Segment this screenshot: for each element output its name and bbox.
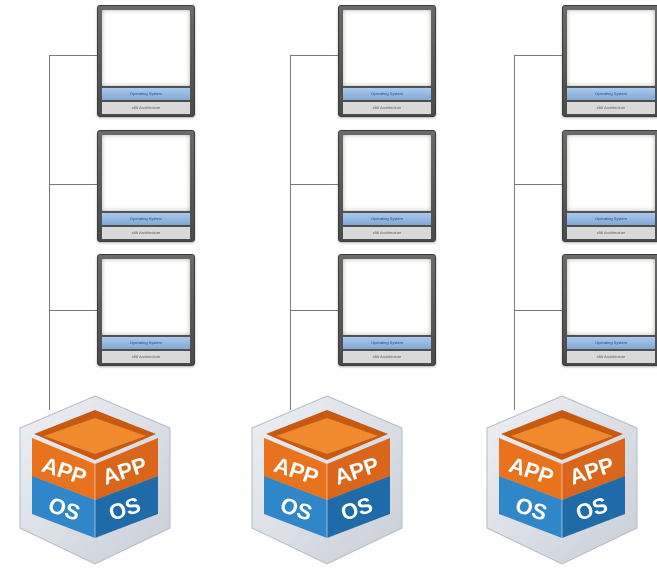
- vm-arch-label: x86 Architecture: [102, 351, 190, 363]
- vm-arch-label: x86 Architecture: [102, 227, 190, 239]
- vm-screen: [343, 259, 431, 335]
- vm-card[interactable]: Operating System x86 Architecture: [338, 254, 436, 366]
- vm-card[interactable]: Operating System x86 Architecture: [97, 130, 195, 242]
- vm-screen: [102, 10, 190, 86]
- vm-card[interactable]: Operating System x86 Architecture: [562, 130, 657, 242]
- vm-screen: [567, 135, 655, 211]
- vm-os-label: Operating System: [102, 88, 190, 100]
- vm-os-label: Operating System: [567, 88, 655, 100]
- vm-card[interactable]: Operating System x86 Architecture: [562, 254, 657, 366]
- vm-os-label: Operating System: [343, 337, 431, 349]
- column-left: Operating System x86 Architecture Operat…: [0, 0, 200, 570]
- vm-screen: [102, 135, 190, 211]
- connector-branch: [514, 184, 562, 185]
- connector-vertical: [514, 55, 515, 410]
- app-os-cube[interactable]: APP APP OS OS: [242, 388, 412, 568]
- vm-card[interactable]: Operating System x86 Architecture: [562, 5, 657, 117]
- connector-branch: [49, 184, 97, 185]
- column-middle: Operating System x86 Architecture Operat…: [240, 0, 440, 570]
- vm-card[interactable]: Operating System x86 Architecture: [97, 254, 195, 366]
- connector-branch: [49, 310, 97, 311]
- app-os-cube-graphic: APP APP OS OS: [251, 395, 403, 565]
- connector-branch: [49, 55, 97, 56]
- vm-arch-label: x86 Architecture: [102, 102, 190, 114]
- vm-screen: [343, 10, 431, 86]
- vm-os-label: Operating System: [102, 337, 190, 349]
- vm-screen: [102, 259, 190, 335]
- vm-arch-label: x86 Architecture: [567, 351, 655, 363]
- vm-arch-label: x86 Architecture: [567, 102, 655, 114]
- connector-branch: [290, 55, 338, 56]
- app-os-cube-graphic: APP APP OS OS: [19, 395, 171, 565]
- vm-card[interactable]: Operating System x86 Architecture: [338, 130, 436, 242]
- vm-screen: [343, 135, 431, 211]
- app-os-cube[interactable]: APP APP OS OS: [477, 388, 647, 568]
- vm-arch-label: x86 Architecture: [343, 102, 431, 114]
- vm-os-label: Operating System: [102, 213, 190, 225]
- vm-card[interactable]: Operating System x86 Architecture: [97, 5, 195, 117]
- connector-branch: [514, 55, 562, 56]
- connector-vertical: [49, 55, 50, 410]
- connector-branch: [514, 310, 562, 311]
- vm-os-label: Operating System: [567, 337, 655, 349]
- column-right: Operating System x86 Architecture Operat…: [465, 0, 657, 570]
- vm-screen: [567, 259, 655, 335]
- vm-os-label: Operating System: [567, 213, 655, 225]
- connector-branch: [290, 310, 338, 311]
- vm-arch-label: x86 Architecture: [343, 351, 431, 363]
- connector-vertical: [290, 55, 291, 410]
- vm-arch-label: x86 Architecture: [567, 227, 655, 239]
- vm-os-label: Operating System: [343, 88, 431, 100]
- vm-screen: [567, 10, 655, 86]
- vm-arch-label: x86 Architecture: [343, 227, 431, 239]
- app-os-cube[interactable]: APP APP OS OS: [10, 388, 180, 568]
- connector-branch: [290, 184, 338, 185]
- vm-os-label: Operating System: [343, 213, 431, 225]
- vm-card[interactable]: Operating System x86 Architecture: [338, 5, 436, 117]
- app-os-cube-graphic: APP APP OS OS: [486, 395, 638, 565]
